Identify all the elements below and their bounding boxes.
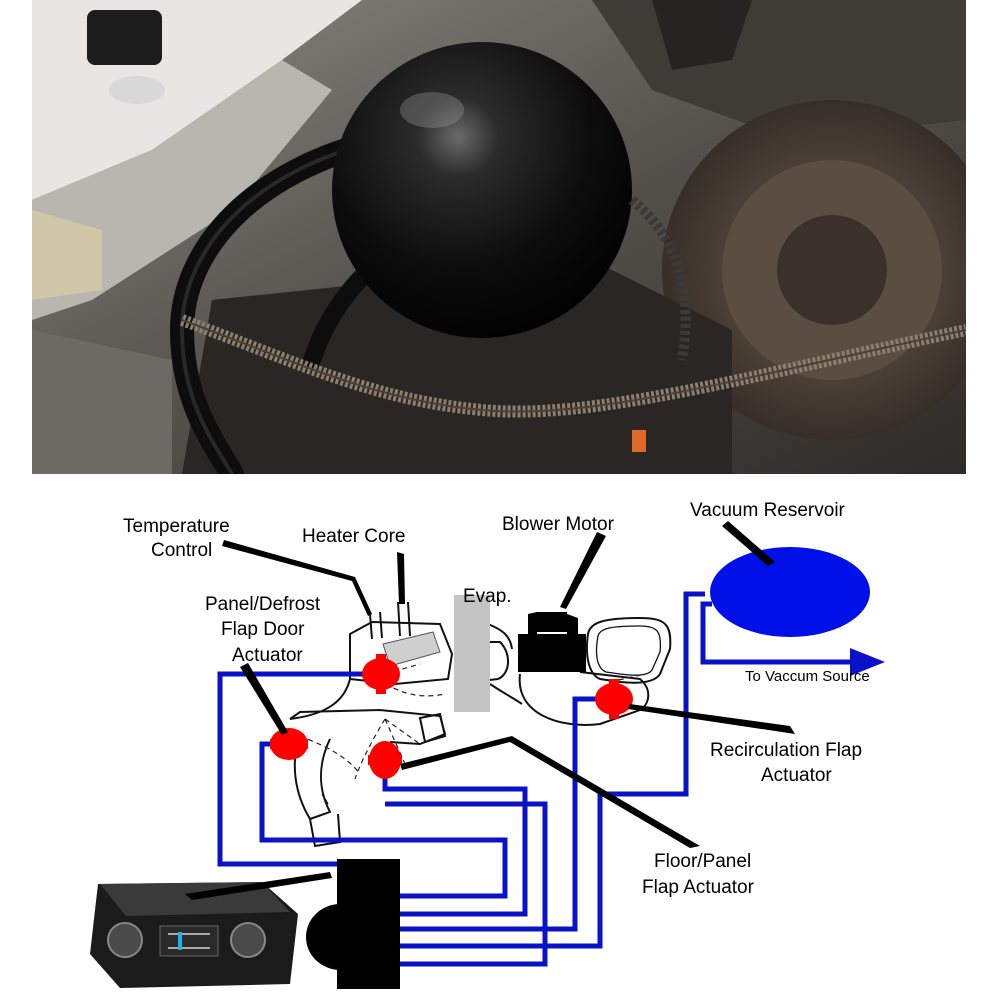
pointer-reservoir	[722, 521, 775, 566]
hvac-box-outline	[289, 601, 672, 848]
hvac-vacuum-diagram-drawing: Temperature Control Heater Core Blower M…	[90, 500, 885, 989]
pointer-control-panel	[185, 872, 332, 900]
floor-flap-sweep	[299, 735, 361, 775]
heater-core-tube-1	[369, 611, 383, 640]
pointer-floor-panel	[400, 736, 700, 848]
actuator-recirculation	[595, 679, 633, 719]
temp-flap-sweep	[377, 663, 446, 697]
heater-core	[382, 631, 441, 667]
housing-flap	[418, 712, 447, 744]
engine-bay-photo	[32, 0, 966, 474]
label-recirculation-1: Recirculation Flap	[710, 740, 862, 761]
engine-bay-lower	[182, 260, 732, 474]
blower-motor-top	[537, 612, 567, 632]
label-panel-defrost-3: Actuator	[232, 645, 303, 666]
label-pointers	[185, 521, 795, 900]
vacuum-hose-highlight	[179, 138, 384, 474]
label-vacuum-reservoir: Vacuum Reservoir	[690, 500, 846, 521]
evap-connector	[454, 641, 509, 685]
floor-duct-detail	[321, 793, 329, 805]
reservoir-reflection	[400, 92, 464, 128]
label-recirculation-2: Actuator	[761, 765, 832, 786]
recirc-inlet-inner	[595, 625, 662, 676]
label-panel-defrost-1: Panel/Defrost	[205, 594, 321, 615]
pulley-hub	[777, 215, 887, 325]
bracket	[32, 210, 102, 300]
fender-shadow	[32, 60, 332, 320]
engine-bay-photo-drawing	[32, 0, 966, 474]
lower-left-bracket	[32, 330, 172, 474]
recirc-flap-sweep	[609, 673, 646, 683]
label-temperature-control-1: Temperature	[123, 516, 230, 537]
actuator-panel-defrost	[270, 728, 308, 760]
pointer-temperature	[222, 540, 372, 616]
arrow-to-vacuum-source	[850, 648, 885, 676]
evaporator	[454, 595, 490, 712]
hose-panel-defrost-actuator	[259, 741, 508, 899]
control-knob-right	[230, 922, 266, 958]
label-floor-panel-2: Flap Actuator	[642, 877, 755, 898]
hose-control-return	[375, 801, 548, 967]
floor-duct-outlet	[309, 813, 342, 848]
hose-panel-defrost-upper	[217, 671, 370, 867]
hose-to-vacuum-source	[700, 601, 858, 665]
vacuum-reservoir-ball	[332, 42, 632, 338]
label-evap: Evap.	[463, 586, 512, 607]
blower-housing	[518, 671, 650, 726]
hose-recirculation	[375, 696, 600, 932]
label-heater-core: Heater Core	[302, 526, 406, 547]
pointer-blower-motor	[560, 532, 606, 609]
actuator-floor-panel	[368, 741, 402, 779]
label-floor-panel-1: Floor/Panel	[654, 851, 751, 872]
vacuum-hoses	[217, 591, 858, 967]
braided-cable-core	[181, 319, 966, 413]
pointer-heater-core	[397, 552, 405, 604]
connector-plug	[87, 10, 162, 65]
control-knob-left	[107, 922, 143, 958]
heater-core-tube-2	[397, 601, 411, 637]
washer	[109, 76, 165, 104]
actuator-temperature	[362, 654, 400, 694]
blower-motor	[518, 612, 586, 672]
control-panel-buttons	[159, 925, 219, 957]
vacuum-reservoir	[710, 547, 870, 637]
blower-motor-shoulders	[528, 612, 578, 634]
blower-link	[489, 683, 523, 705]
label-temperature-control-2: Control	[151, 540, 212, 561]
heater-housing-curve	[289, 678, 351, 720]
pointer-recirculation	[628, 704, 795, 734]
blower-motor-body	[518, 634, 586, 672]
heater-housing-upper	[349, 620, 454, 686]
evap-connector-top	[487, 623, 513, 650]
label-blower-motor: Blower Motor	[502, 514, 615, 535]
label-panel-defrost-2: Flap Door	[221, 619, 305, 640]
mode-flap-sweep	[354, 718, 421, 780]
connector-top-right	[652, 0, 752, 70]
recirc-inlet	[585, 616, 672, 684]
hose-reservoir-supply	[375, 591, 705, 949]
hvac-vacuum-diagram: Temperature Control Heater Core Blower M…	[0, 474, 1000, 1000]
pointer-panel-defrost	[240, 663, 288, 735]
orange-clip	[632, 430, 646, 452]
actuators	[270, 654, 633, 779]
wire-loom	[628, 196, 691, 361]
indicator-blue	[178, 932, 182, 950]
label-to-vacuum-source: To Vaccum Source	[745, 668, 870, 685]
vacuum-control-connector	[306, 859, 400, 989]
connector-knob-round	[306, 905, 370, 969]
